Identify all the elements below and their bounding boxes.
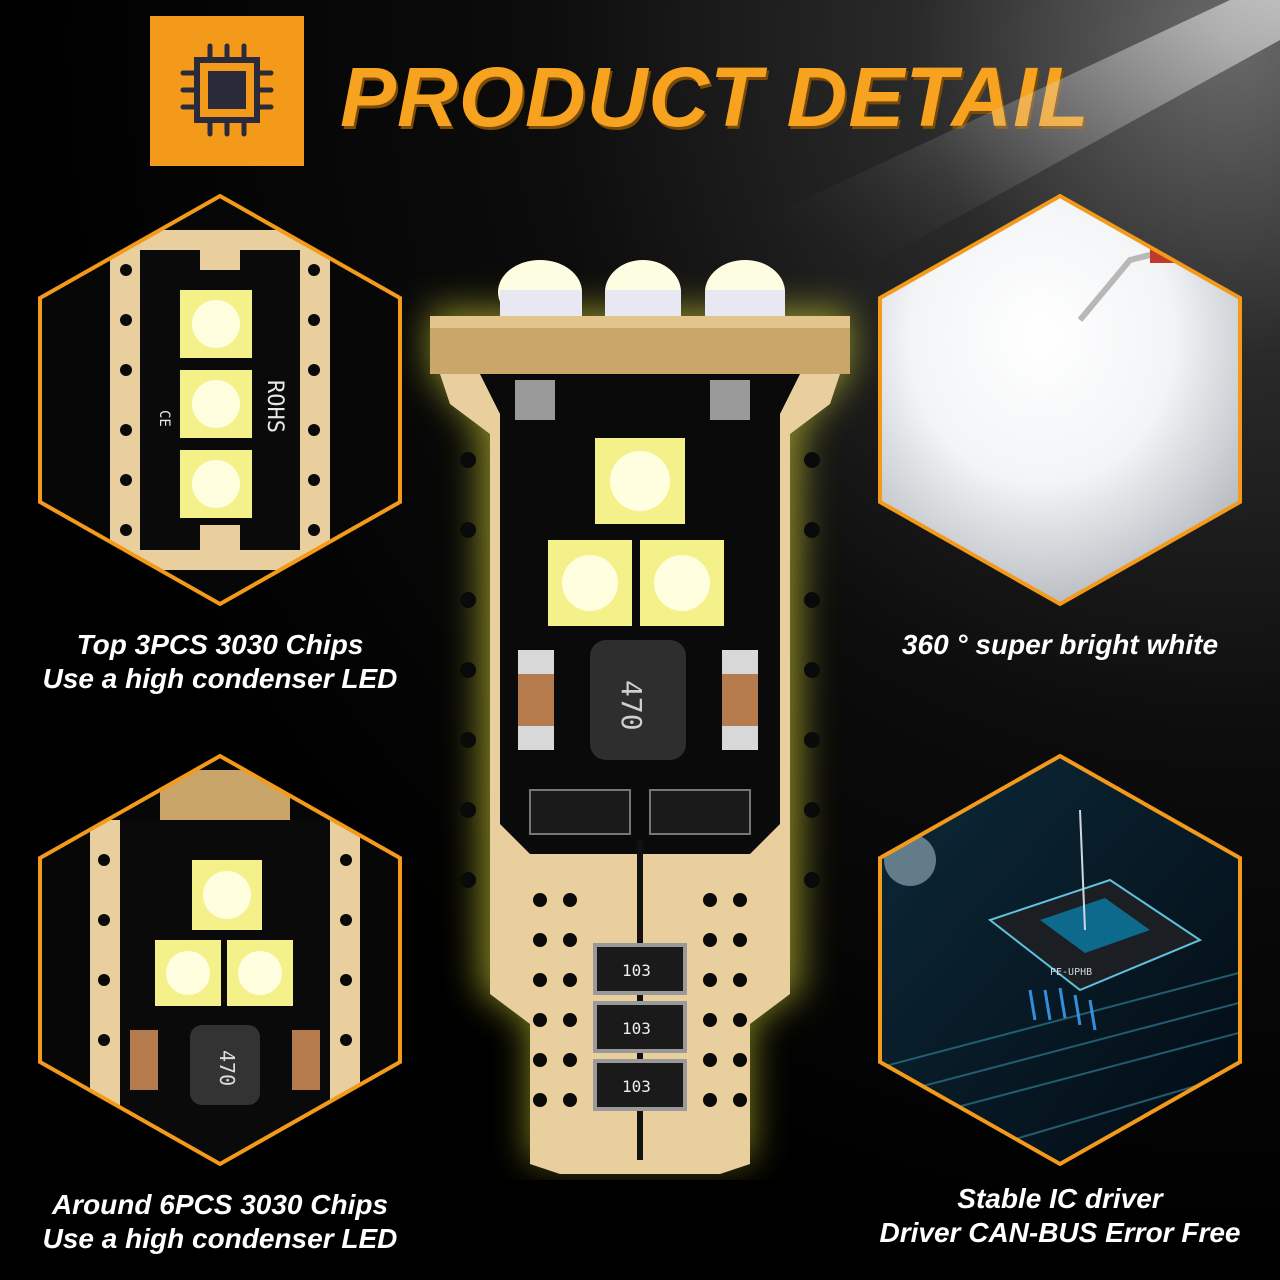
hex-panel-top-right [878, 193, 1242, 607]
caption-bottom-right-line1: Stable IC driver [957, 1183, 1163, 1214]
caption-bottom-right: Stable IC driver Driver CAN-BUS Error Fr… [850, 1182, 1270, 1250]
led-board-top-image: ROHS CE [110, 230, 330, 570]
inductor-mark: 470 [615, 680, 648, 731]
hex-panel-top-left: ROHS CE [38, 193, 402, 607]
inductor-mark-small: 470 [215, 1050, 239, 1086]
hex-panel-bottom-right: PE-UPHB [878, 753, 1242, 1167]
hex-panel-bottom-left: 470 [38, 753, 402, 1167]
light-beam [760, 0, 1280, 260]
bright-light-image [880, 196, 1240, 604]
caption-bottom-left-line2: Use a high condenser LED [42, 1223, 398, 1254]
resistor-mark-1: 103 [622, 961, 651, 980]
led-bulb-image: 470 103 103 103 [430, 260, 850, 1174]
caption-bottom-left-line1: Around 6PCS 3030 Chips [51, 1189, 389, 1220]
header-icon-box [150, 16, 304, 166]
resistor-mark-2: 103 [622, 1019, 651, 1038]
circuit-chip-image: PE-UPHB [880, 756, 1240, 1164]
caption-top-left-line1: Top 3PCS 3030 Chips [76, 629, 364, 660]
led-board-bottom-image: 470 [90, 770, 360, 1160]
caption-top-right-line1: 360 ° super bright white [901, 629, 1219, 660]
caption-bottom-left: Around 6PCS 3030 Chips Use a high conden… [20, 1188, 420, 1256]
chip-label: PE-UPHB [1050, 967, 1092, 978]
chip-icon [180, 43, 274, 137]
caption-top-right: 360 ° super bright white [860, 628, 1260, 662]
caption-top-left: Top 3PCS 3030 Chips Use a high condenser… [20, 628, 420, 696]
ce-mark: CE [156, 410, 172, 427]
resistor-mark-3: 103 [622, 1077, 651, 1096]
caption-bottom-right-line2: Driver CAN-BUS Error Free [879, 1217, 1241, 1248]
caption-top-left-line2: Use a high condenser LED [42, 663, 398, 694]
rohs-mark: ROHS [262, 380, 287, 433]
